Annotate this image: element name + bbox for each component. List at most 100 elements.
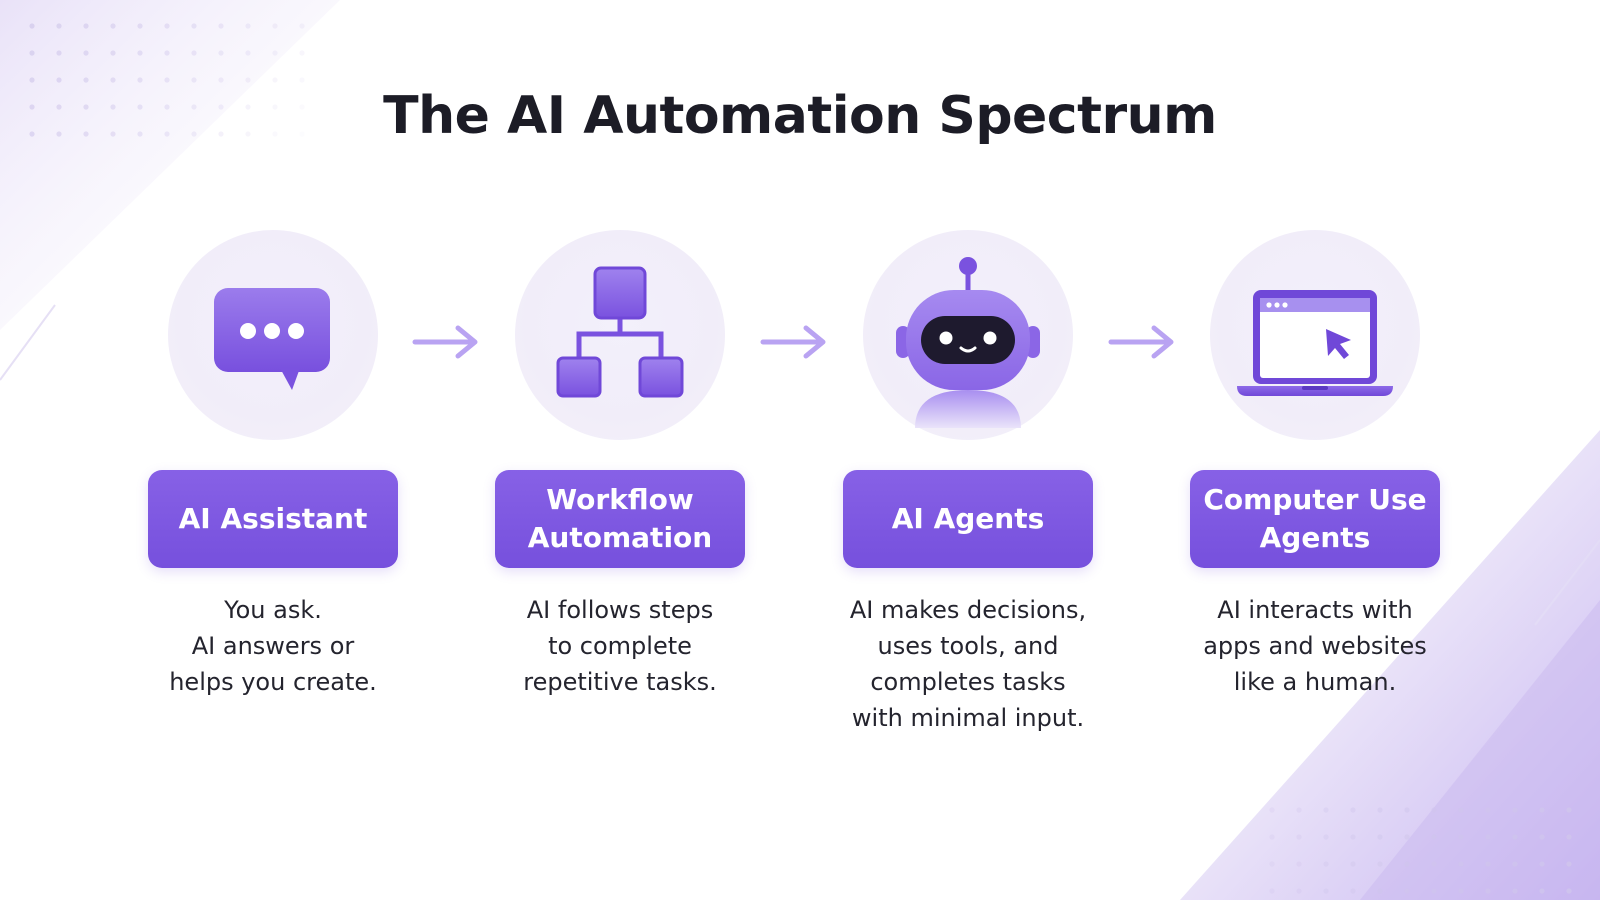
description-line: You ask. <box>224 596 322 624</box>
decor-dot <box>191 77 197 83</box>
decor-dot <box>1323 807 1329 813</box>
decor-dot <box>1485 888 1491 894</box>
description-line: uses tools, and <box>877 632 1059 660</box>
stage-label: Computer Use Agents <box>1190 470 1440 568</box>
stage-ai-agents: AI Agents AI makes decisions, uses tools… <box>843 230 1093 750</box>
decor-dot <box>164 50 170 56</box>
decor-dot <box>191 131 197 137</box>
decor-dot <box>56 23 62 29</box>
decor-dot <box>1431 834 1437 840</box>
decor-dot <box>1539 861 1545 867</box>
laptop-cursor-icon <box>1237 290 1393 396</box>
decor-dot <box>1512 861 1518 867</box>
description-line: apps and websites <box>1203 632 1427 660</box>
stage-label: Workflow Automation <box>495 470 745 568</box>
decor-dot <box>29 77 35 83</box>
decor-dot <box>272 23 278 29</box>
decor-dot <box>137 77 143 83</box>
decor-dot <box>1377 807 1383 813</box>
decor-dot <box>299 77 305 83</box>
stage-description: AI follows steps to complete repetitive … <box>475 592 765 700</box>
description-line: AI answers or <box>191 632 355 660</box>
description-line: like a human. <box>1233 668 1397 696</box>
stage-label: AI Assistant <box>148 470 398 568</box>
decor-dot <box>191 50 197 56</box>
decor-dot <box>110 50 116 56</box>
decor-dot <box>83 104 89 110</box>
decor-dot <box>1296 861 1302 867</box>
decor-dot <box>137 50 143 56</box>
chat-bubble-icon <box>214 288 330 390</box>
decor-dot <box>1566 834 1572 840</box>
decor-dot <box>218 104 224 110</box>
decor-dot <box>1566 861 1572 867</box>
decor-dot <box>110 104 116 110</box>
decor-dot <box>56 77 62 83</box>
stage-label-line: Workflow <box>546 483 694 516</box>
stage-computer-use-agents: Computer Use Agents AI interacts with ap… <box>1190 230 1440 750</box>
decor-dot <box>299 104 305 110</box>
arrow-right-icon <box>1108 325 1174 359</box>
decor-dot <box>56 131 62 137</box>
description-line: helps you create. <box>169 668 377 696</box>
description-line: AI makes decisions, <box>849 596 1087 624</box>
decor-dot <box>245 50 251 56</box>
page-title: The AI Automation Spectrum <box>383 86 1217 146</box>
decor-dot <box>218 77 224 83</box>
decor-dot <box>1458 861 1464 867</box>
decor-dot <box>1431 888 1437 894</box>
decor-dot <box>1485 861 1491 867</box>
decor-dot <box>1377 888 1383 894</box>
decor-dot <box>1512 807 1518 813</box>
decor-dot <box>137 131 143 137</box>
decor-dot <box>164 131 170 137</box>
decor-dot <box>1377 861 1383 867</box>
stage-ai-assistant: AI Assistant You ask. AI answers or help… <box>148 230 398 750</box>
workflow-tree-icon <box>556 266 684 398</box>
decor-dot <box>1404 888 1410 894</box>
decor-dot <box>29 104 35 110</box>
decor-dot <box>1485 834 1491 840</box>
decor-dot <box>29 23 35 29</box>
decor-dot <box>1323 888 1329 894</box>
decor-dot <box>1323 834 1329 840</box>
decor-dot <box>1404 834 1410 840</box>
decor-dot <box>1404 807 1410 813</box>
decor-dot <box>299 131 305 137</box>
decor-dot <box>1296 888 1302 894</box>
description-line: AI interacts with <box>1217 596 1413 624</box>
decor-dot <box>110 23 116 29</box>
description-line: AI follows steps <box>526 596 714 624</box>
arrow-right-icon <box>760 325 826 359</box>
decor-dot <box>164 104 170 110</box>
decor-dot <box>1350 888 1356 894</box>
stage-label-line: Agents <box>1259 521 1371 554</box>
decor-dot <box>1431 807 1437 813</box>
arrow-right-icon <box>412 325 478 359</box>
stage-description: AI makes decisions, uses tools, and comp… <box>823 592 1113 736</box>
decor-dot <box>1539 807 1545 813</box>
decor-dot <box>29 50 35 56</box>
decor-dot <box>272 77 278 83</box>
decor-dot <box>1269 861 1275 867</box>
decor-dot <box>1458 834 1464 840</box>
decor-dot <box>1404 861 1410 867</box>
decor-dot <box>56 104 62 110</box>
decor-dot <box>83 77 89 83</box>
decor-dot <box>245 23 251 29</box>
decor-dot <box>272 131 278 137</box>
decor-dot <box>245 104 251 110</box>
decor-dot <box>29 131 35 137</box>
description-line: repetitive tasks. <box>523 668 717 696</box>
decor-dot <box>110 131 116 137</box>
decor-dot <box>1377 834 1383 840</box>
decor-dot <box>1431 861 1437 867</box>
decor-dot <box>83 131 89 137</box>
decor-dot <box>1512 834 1518 840</box>
robot-icon <box>896 257 1040 428</box>
stage-description: AI interacts with apps and websites like… <box>1170 592 1460 700</box>
decor-dot <box>191 23 197 29</box>
description-line: with minimal input. <box>851 704 1085 732</box>
decor-dot <box>218 23 224 29</box>
